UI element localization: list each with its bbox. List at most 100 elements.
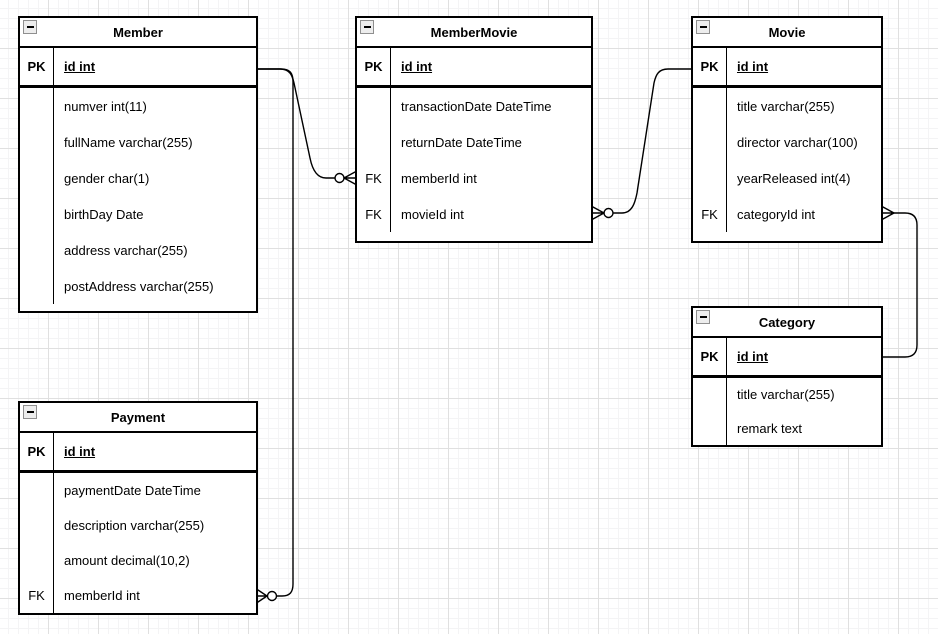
table-row[interactable]: PK id int — [20, 48, 256, 88]
table-title-bar: Member — [20, 18, 256, 48]
field-cell: address varchar(255) — [64, 242, 188, 258]
field-cell: id int — [64, 444, 96, 459]
field-cell: fullName varchar(255) — [64, 134, 193, 150]
collapse-icon[interactable] — [23, 20, 37, 34]
key-cell — [20, 232, 54, 268]
table-row[interactable]: title varchar(255) — [693, 378, 881, 412]
table-row[interactable]: gender char(1) — [20, 160, 256, 196]
key-cell: PK — [20, 433, 54, 470]
key-cell — [20, 196, 54, 232]
key-cell: FK — [693, 196, 727, 232]
field-cell: amount decimal(10,2) — [64, 553, 190, 568]
edge-path — [612, 68, 692, 214]
entity-table-member[interactable]: Member PK id int numver int(11) fullName… — [18, 16, 258, 313]
field-cell: director varchar(100) — [737, 134, 858, 150]
key-cell — [20, 268, 54, 304]
field-cell: movieId int — [401, 206, 464, 222]
table-row[interactable]: description varchar(255) — [20, 508, 256, 543]
key-cell — [693, 160, 727, 196]
key-cell: PK — [693, 338, 727, 375]
key-cell — [357, 124, 391, 160]
field-cell: title varchar(255) — [737, 98, 835, 114]
minus-glyph — [363, 26, 371, 28]
crows-foot-marker — [592, 206, 605, 220]
minus-glyph — [699, 316, 707, 318]
relationship-movie-membermovie[interactable] — [592, 68, 692, 220]
field-cell: remark text — [737, 420, 803, 436]
crows-foot-marker — [257, 589, 268, 603]
field-cell: transactionDate DateTime — [401, 98, 552, 114]
entity-table-membermovie[interactable]: MemberMovie PK id int transactionDate Da… — [355, 16, 593, 243]
table-row[interactable]: transactionDate DateTime — [357, 88, 591, 124]
key-cell — [20, 508, 54, 543]
entity-table-payment[interactable]: Payment PK id int paymentDate DateTime d… — [18, 401, 258, 615]
collapse-icon[interactable] — [696, 20, 710, 34]
field-cell: categoryId int — [737, 206, 816, 222]
table-name: Category — [758, 314, 816, 330]
table-row[interactable]: FK categoryId int — [693, 196, 881, 232]
key-cell: FK — [357, 196, 391, 232]
table-row[interactable]: remark text — [693, 411, 881, 445]
table-row[interactable]: FK memberId int — [20, 578, 256, 613]
key-cell — [20, 473, 54, 508]
table-row[interactable]: yearReleased int(4) — [693, 160, 881, 196]
entity-table-movie[interactable]: Movie PK id int title varchar(255) direc… — [691, 16, 883, 243]
field-cell: returnDate DateTime — [401, 134, 522, 150]
key-cell — [693, 378, 727, 412]
table-row[interactable]: postAddress varchar(255) — [20, 268, 256, 304]
relationship-member-membermovie[interactable] — [257, 68, 356, 185]
table-name: Member — [113, 24, 163, 40]
field-cell: id int — [737, 59, 769, 74]
key-cell — [693, 88, 727, 124]
relationship-movie-category[interactable] — [882, 206, 918, 358]
minus-glyph — [26, 26, 34, 28]
crows-foot-marker — [882, 206, 895, 220]
field-cell: title varchar(255) — [737, 387, 835, 403]
table-name: MemberMovie — [430, 24, 518, 40]
zero-circle-marker — [334, 172, 345, 184]
zero-circle-marker — [603, 207, 614, 219]
table-row[interactable]: amount decimal(10,2) — [20, 543, 256, 578]
entity-table-category[interactable]: Category PK id int title varchar(255) re… — [691, 306, 883, 447]
field-cell: numver int(11) — [64, 98, 147, 114]
table-row[interactable]: returnDate DateTime — [357, 124, 591, 160]
table-row[interactable]: title varchar(255) — [693, 88, 881, 124]
table-row[interactable]: PK id int — [357, 48, 591, 88]
key-cell — [357, 88, 391, 124]
field-cell: gender char(1) — [64, 170, 150, 186]
key-cell — [20, 543, 54, 578]
key-cell — [693, 411, 727, 445]
field-cell: id int — [64, 59, 96, 74]
key-cell: PK — [693, 48, 727, 85]
table-row[interactable]: director varchar(100) — [693, 124, 881, 160]
table-row[interactable]: paymentDate DateTime — [20, 473, 256, 508]
table-row[interactable]: address varchar(255) — [20, 232, 256, 268]
collapse-icon[interactable] — [360, 20, 374, 34]
table-row[interactable]: birthDay Date — [20, 196, 256, 232]
collapse-icon[interactable] — [696, 310, 710, 324]
table-row[interactable]: FK movieId int — [357, 196, 591, 232]
table-title-bar: Payment — [20, 403, 256, 433]
minus-glyph — [26, 411, 34, 413]
table-name: Movie — [768, 24, 806, 40]
collapse-icon[interactable] — [23, 405, 37, 419]
field-cell: yearReleased int(4) — [737, 170, 851, 186]
table-row[interactable]: FK memberId int — [357, 160, 591, 196]
key-cell: PK — [20, 48, 54, 85]
field-cell: paymentDate DateTime — [64, 483, 201, 498]
table-row[interactable]: fullName varchar(255) — [20, 124, 256, 160]
relationship-member-payment[interactable] — [257, 68, 294, 603]
field-cell: id int — [737, 349, 769, 364]
edge-path — [882, 212, 918, 358]
table-title-bar: Category — [693, 308, 881, 338]
field-cell: description varchar(255) — [64, 518, 205, 533]
key-cell — [693, 124, 727, 160]
table-bottom-spacer — [693, 232, 881, 241]
table-row[interactable]: PK id int — [20, 433, 256, 473]
table-row[interactable]: PK id int — [693, 338, 881, 378]
table-row[interactable]: numver int(11) — [20, 88, 256, 124]
zero-circle-marker — [266, 590, 278, 602]
table-row[interactable]: PK id int — [693, 48, 881, 88]
key-cell — [20, 124, 54, 160]
